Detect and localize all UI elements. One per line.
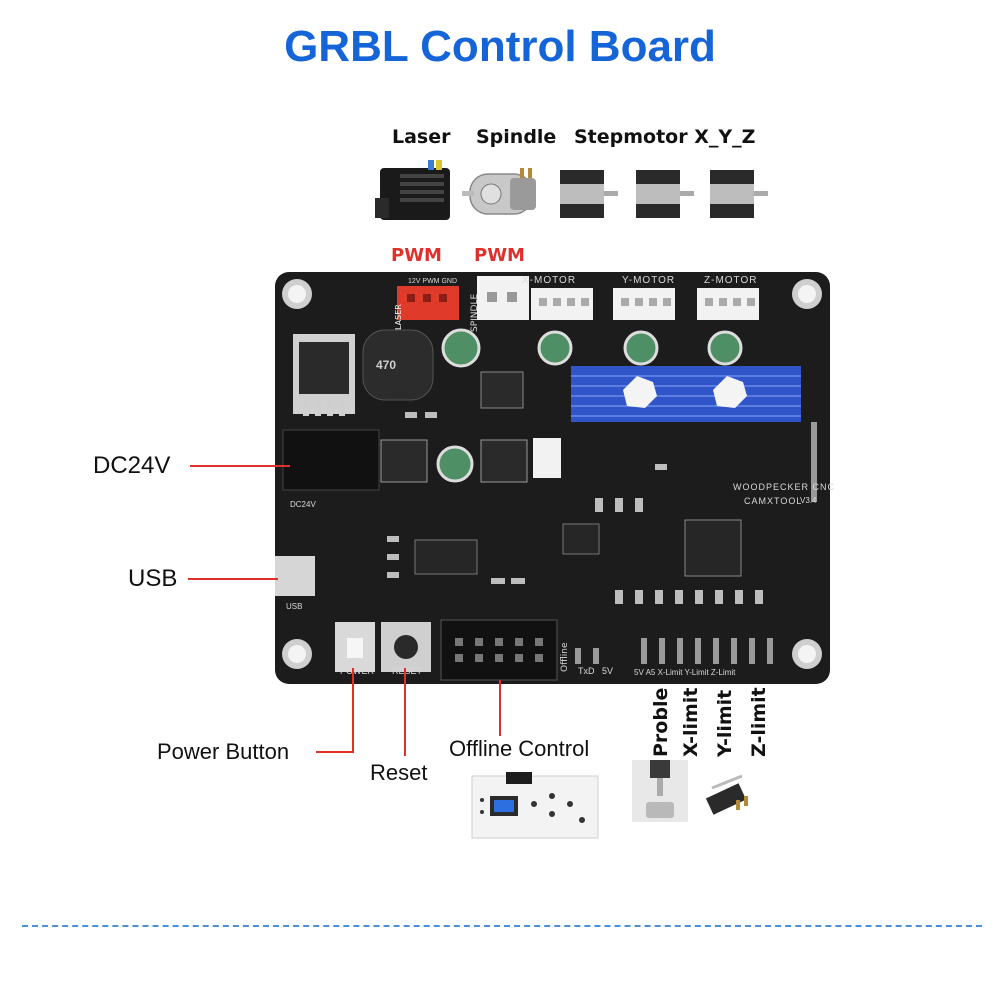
silk-dc: DC24V	[290, 500, 316, 509]
stepmotor-label: Stepmotor X_Y_Z	[574, 126, 756, 148]
ic	[562, 523, 600, 555]
spindle-pwm-label: PWM	[474, 245, 525, 266]
silk-inductor: 470	[376, 358, 397, 372]
silk-power: POWER	[340, 666, 375, 676]
stepper-motor-z-image	[710, 170, 768, 218]
offline-control-label: Offline Control	[449, 736, 590, 761]
pcb-board	[275, 272, 830, 684]
spindle-connector	[477, 276, 529, 320]
dc24v-leader	[190, 465, 290, 467]
silk-spindle: SPINDLE	[470, 293, 480, 332]
spindle-motor-image	[462, 168, 536, 215]
usb-port	[275, 556, 315, 596]
laser-pwm-label: PWM	[391, 245, 442, 266]
silk-5v: 5V	[602, 666, 614, 676]
x-limit-label: X-limit	[680, 687, 702, 757]
heatsink	[571, 366, 801, 422]
stepper-motor-y-image	[636, 170, 694, 218]
offline-controller-image	[471, 772, 599, 839]
dc24v-label: DC24V	[93, 452, 171, 479]
silk-laser: LASER	[394, 304, 403, 330]
limit-switch-image	[705, 774, 748, 815]
mounting-holes	[282, 279, 822, 669]
silk-usb: USB	[286, 602, 303, 611]
capacitor	[707, 330, 743, 366]
silk-z-motor: Z-MOTOR	[704, 275, 758, 286]
dashed-divider	[22, 925, 982, 927]
capacitor	[537, 330, 573, 366]
offline-header	[440, 619, 558, 681]
inductor	[362, 329, 434, 401]
y-limit-label: Y-limit	[714, 689, 736, 757]
spindle-label: Spindle	[476, 126, 557, 148]
silk-x-motor: X-MOTOR	[522, 275, 577, 286]
silk-brand: WOODPECKER CNC	[733, 482, 836, 492]
silk-txd: TxD	[578, 666, 595, 676]
limit-pin-headers	[641, 638, 773, 664]
power-leader-v	[352, 668, 354, 752]
silk-laser-pins: 12V PWM GND	[408, 278, 458, 285]
reset-leader	[404, 668, 406, 756]
silk-pin-labels: 5V A5 X-Limit Y-Limit Z-Limit	[634, 668, 736, 677]
dc-jack	[282, 429, 380, 491]
page-title: GRBL Control Board	[284, 22, 716, 71]
silk-version: V3.4	[800, 496, 817, 505]
peripheral-images	[375, 160, 768, 220]
laser-label: Laser	[392, 126, 451, 148]
ic	[414, 539, 478, 575]
mcu	[684, 519, 742, 577]
offline-leader	[499, 680, 501, 736]
capacitor	[623, 330, 659, 366]
capacitor	[436, 445, 474, 483]
usb-leader	[188, 578, 278, 580]
z-limit-label: Z-limit	[748, 687, 770, 757]
usb-label: USB	[128, 565, 178, 592]
silk-camxtool: CAMXTOOL	[744, 496, 803, 506]
probe-label: Proble	[650, 687, 672, 757]
capacitor	[441, 328, 481, 368]
silk-reset: RESET	[392, 666, 423, 676]
power-button-label: Power Button	[157, 739, 290, 764]
laser-module-image	[375, 160, 450, 220]
stepper-motor-x-image	[560, 170, 618, 218]
laser-connector	[397, 286, 459, 320]
silk-offline: Offline	[560, 642, 570, 672]
probe-and-limit-images	[632, 760, 748, 822]
power-leader-h	[316, 751, 354, 753]
reset-label: Reset	[370, 760, 428, 785]
probe-image	[632, 760, 688, 822]
silk-y-motor: Y-MOTOR	[622, 275, 676, 286]
